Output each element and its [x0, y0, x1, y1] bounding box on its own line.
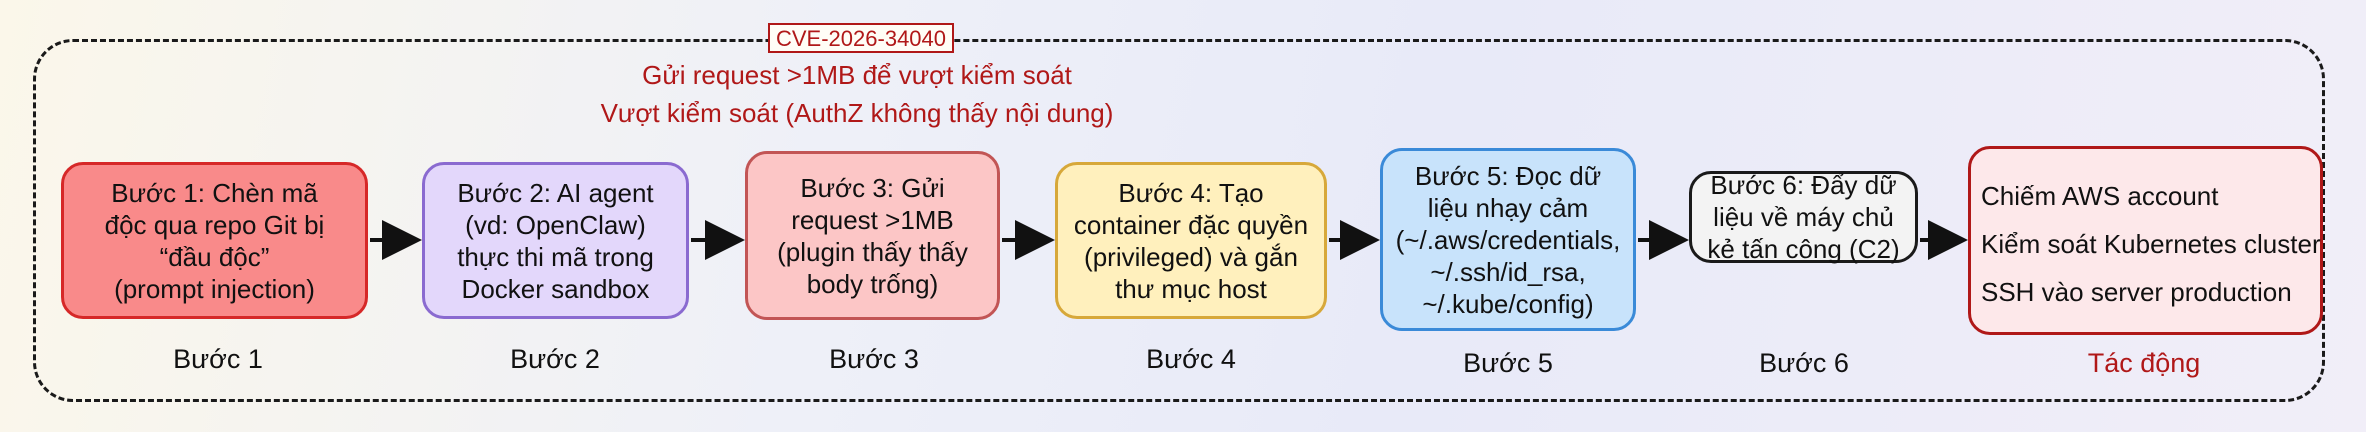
caption-step-2: Bước 2: [510, 344, 600, 374]
attack-chain-frame: [33, 39, 2325, 402]
cve-tag: CVE-2026-34040: [768, 23, 955, 53]
note-bypass-authz: Vượt kiểm soát (AuthZ không thấy nội dun…: [600, 98, 1114, 128]
caption-step-1: Bước 1: [173, 344, 263, 374]
caption-step-5: Bước 5: [1463, 348, 1553, 378]
impact-box: Chiếm AWS account Kiểm soát Kubernetes c…: [1968, 146, 2323, 335]
impact-item-kubernetes: Kiểm soát Kubernetes cluster: [1981, 229, 2321, 259]
caption-step-4: Bước 4: [1146, 344, 1236, 374]
caption-step-6: Bước 6: [1759, 348, 1849, 378]
step-2-box: Bước 2: AI agent (vd: OpenClaw) thực thi…: [422, 162, 689, 319]
step-6-box: Bước 6: Đẩy dữ liệu về máy chủ kẻ tấn cô…: [1689, 170, 1918, 264]
caption-step-3: Bước 3: [829, 344, 919, 374]
step-5-box: Bước 5: Đọc dữ liệu nhạy cảm (~/.aws/cre…: [1380, 148, 1636, 331]
step-4-box: Bước 4: Tạo container đặc quyền (privile…: [1055, 162, 1327, 319]
impact-item-aws: Chiếm AWS account: [1981, 181, 2219, 211]
step-1-box: Bước 1: Chèn mã độc qua repo Git bị “đầu…: [61, 162, 368, 319]
note-bypass-request: Gửi request >1MB để vượt kiểm soát: [642, 60, 1072, 90]
impact-item-ssh: SSH vào server production: [1981, 277, 2292, 307]
step-3-box: Bước 3: Gửi request >1MB (plugin thấy th…: [745, 151, 1000, 320]
caption-impact: Tác động: [2087, 348, 2201, 378]
